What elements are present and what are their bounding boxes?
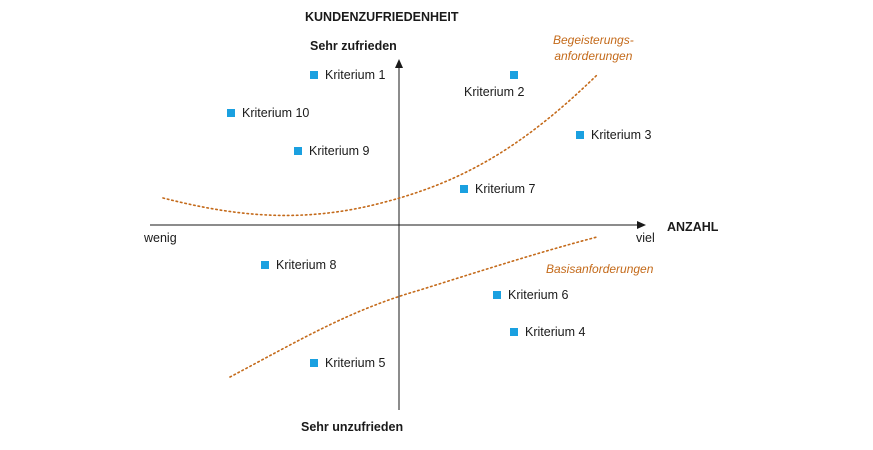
y-axis-top-label: Sehr zufrieden [310,39,397,53]
criterion-5-label: Kriterium 5 [325,356,386,370]
criterion-6-label: Kriterium 6 [508,288,569,302]
criterion-9-label: Kriterium 9 [309,144,370,158]
criterion-7-marker [460,185,468,193]
begeisterungs-curve [162,74,598,217]
criterion-7-label: Kriterium 7 [475,182,536,196]
y-axis-title: KUNDENZUFRIEDENHEIT [305,10,459,24]
criterion-8-label: Kriterium 8 [276,258,337,272]
y-axis-bottom-label: Sehr unzufrieden [301,420,404,434]
criterion-3-marker [576,131,584,139]
x-axis-right-label: viel [636,231,655,245]
criterion-9-marker [294,147,302,155]
criterion-8-marker [261,261,269,269]
criterion-2-marker [510,71,518,79]
basis-curve [229,236,598,378]
x-axis-left-label: wenig [144,231,177,245]
begeisterungs-label: Begeisterungs- anforderungen [553,32,634,64]
criterion-10-label: Kriterium 10 [242,106,310,120]
x-axis-title: ANZAHL [667,220,719,234]
criterion-6-marker [493,291,501,299]
criterion-1-label: Kriterium 1 [325,68,386,82]
criterion-5-marker [310,359,318,367]
begeisterungs-label-line2: anforderungen [554,49,633,63]
basis-label: Basisanforderungen [546,262,654,276]
criterion-2-label: Kriterium 2 [464,85,525,99]
criterion-4-label: Kriterium 4 [525,325,586,339]
criterion-1-marker [310,71,318,79]
begeisterungs-label-line1: Begeisterungs- [553,33,634,47]
criterion-4-marker [510,328,518,336]
criterion-3-label: Kriterium 3 [591,128,652,142]
criterion-10-marker [227,109,235,117]
